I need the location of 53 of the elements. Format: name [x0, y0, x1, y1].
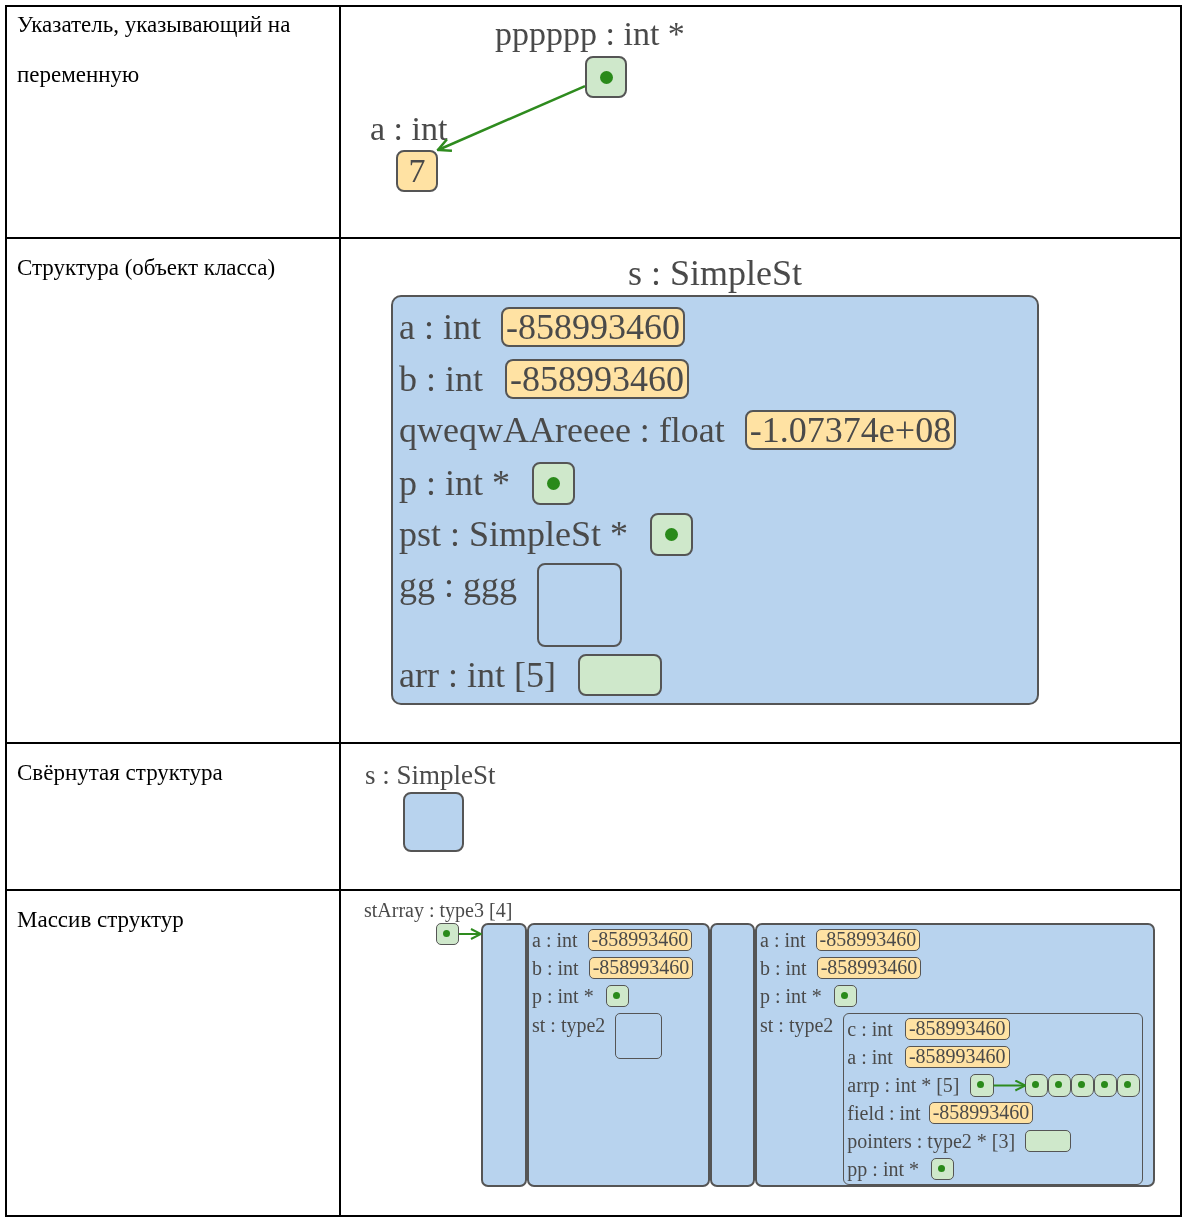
row-label: Массив структур — [17, 906, 185, 934]
value-box: -858993460 — [928, 1102, 1034, 1124]
value-box: -858993460 — [904, 1046, 1010, 1068]
variable-label: pst : SimpleSt * — [399, 513, 629, 556]
pointer-arrow — [992, 1079, 1027, 1092]
variable-label: p : int * — [760, 985, 822, 1007]
variable-label: st : type2 — [760, 1013, 834, 1037]
value-box: -858993460 — [501, 307, 685, 347]
value-box: -1.07374e+08 — [744, 410, 957, 450]
structure-box — [527, 923, 710, 1187]
variable-label: a : int — [532, 929, 578, 951]
variable-label: pp : int * — [847, 1158, 919, 1180]
value-box: -858993460 — [587, 929, 693, 951]
value-box: -858993460 — [816, 957, 922, 979]
variable-label: field : int — [847, 1102, 921, 1124]
value-box: -858993460 — [505, 359, 689, 399]
variable-label: c : int — [847, 1018, 893, 1040]
value-box: -858993460 — [588, 957, 694, 979]
variable-label: b : int — [760, 957, 807, 979]
structure-box — [481, 923, 527, 1187]
array-cell-box — [1025, 1074, 1049, 1097]
variable-label: b : int — [399, 359, 483, 399]
variable-label: qweqwAAreeee : float — [399, 410, 725, 450]
array-cell-box — [1117, 1074, 1141, 1097]
pointer-arrow — [458, 928, 482, 940]
array-cell-box — [1048, 1074, 1072, 1097]
row-label: Свёрнутая структура — [17, 759, 224, 787]
row-label: Указатель, указывающий на переменную — [17, 11, 292, 89]
variable-label: s : SimpleSt — [365, 759, 496, 792]
variable-label: st : type2 — [532, 1013, 606, 1037]
variable-label: stArray : type3 [4] — [364, 898, 513, 923]
variable-label: s : SimpleSt — [627, 252, 802, 295]
variable-label: a : int — [399, 307, 481, 347]
structure-box — [710, 923, 755, 1187]
variable-label: b : int — [532, 957, 579, 979]
row-label: Структура (объект класса) — [17, 254, 277, 282]
variable-label: a : int — [370, 109, 448, 149]
variable-label: gg : ggg — [399, 564, 517, 607]
variable-label: a : int — [760, 929, 806, 951]
variable-label: arr : int [5] — [399, 654, 556, 696]
variable-label: pppppp : int * — [495, 14, 685, 54]
variable-label: pointers : type2 * [3] — [847, 1130, 1016, 1152]
array-cell-box — [1094, 1074, 1118, 1097]
value-box: -858993460 — [815, 929, 921, 951]
array-cell-box — [1071, 1074, 1095, 1097]
variable-label: p : int * — [399, 462, 510, 505]
pointer-arrow — [436, 85, 586, 152]
variable-label: a : int — [847, 1046, 893, 1068]
variable-label: p : int * — [532, 985, 594, 1007]
value-box: -858993460 — [904, 1018, 1010, 1040]
structure-box — [755, 923, 1155, 1187]
value-box: 7 — [396, 150, 438, 192]
variable-label: arrp : int * [5] — [847, 1074, 960, 1097]
